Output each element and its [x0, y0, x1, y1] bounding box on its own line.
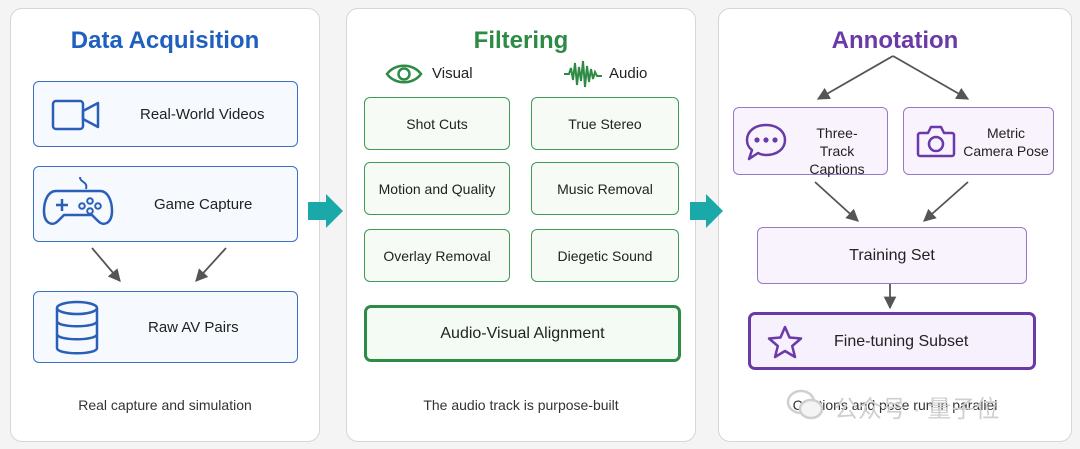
waveform-icon: [564, 60, 602, 88]
motion-quality-box: Motion and Quality: [364, 162, 510, 215]
acquisition-caption: Real capture and simulation: [78, 397, 252, 413]
pose-to-training-arrow: [923, 181, 969, 222]
real-world-videos-box: Real-World Videos: [33, 81, 298, 147]
wechat-logo-icon: [786, 389, 824, 420]
video-camera-icon: [51, 99, 100, 131]
acquisition-panel: Data Acquisition Real-World Videos Game …: [10, 8, 320, 442]
true-stereo-box: True Stereo: [531, 97, 679, 150]
fine-tuning-subset-box: Fine-tuning Subset: [748, 312, 1036, 370]
pose-line-1: Metric: [986, 125, 1026, 141]
filtering-panel: Filtering Visual Audio Shot Cuts Motion …: [346, 8, 696, 442]
branch-to-captions-arrow: [816, 55, 894, 100]
gamepad-icon: [42, 176, 114, 225]
filtering-title: Filtering: [473, 27, 569, 54]
watermark: 公众号 · 量子位: [786, 387, 1048, 427]
metric-camera-pose-label: Metric Camera Pose: [962, 124, 1050, 160]
star-icon: [767, 325, 803, 359]
camera-icon: [916, 125, 956, 158]
real-world-videos-label: Real-World Videos: [140, 106, 265, 123]
acquisition-title: Data Acquisition: [70, 27, 260, 54]
chat-bubble-icon: [745, 123, 787, 161]
captions-to-training-arrow: [814, 181, 859, 222]
branch-to-pose-arrow: [892, 55, 970, 100]
captions-line-2: Captions: [809, 161, 865, 177]
fine-tuning-subset-label: Fine-tuning Subset: [834, 333, 969, 350]
overlay-removal-box: Overlay Removal: [364, 229, 510, 282]
audio-visual-alignment-box: Audio-Visual Alignment: [364, 305, 681, 362]
audio-label: Audio: [609, 65, 648, 82]
captions-line-1: Three-Track: [816, 125, 858, 159]
metric-camera-pose-box: Metric Camera Pose: [903, 107, 1054, 175]
music-removal-box: Music Removal: [531, 162, 679, 215]
filtering-caption: The audio track is purpose-built: [423, 397, 619, 413]
visual-label: Visual: [432, 65, 473, 82]
eye-icon: [385, 64, 423, 84]
game-to-raw-arrow-left: [91, 247, 121, 282]
annotation-panel: Annotation Three-Track Captions Metric C…: [718, 8, 1072, 442]
three-track-captions-label: Three-Track Captions: [800, 124, 874, 178]
game-capture-label: Game Capture: [154, 196, 253, 213]
training-set-box: Training Set: [757, 227, 1027, 284]
annotation-caption: Captions and pose run in parallel: [792, 397, 998, 413]
diegetic-sound-box: Diegetic Sound: [531, 229, 679, 282]
shot-cuts-box: Shot Cuts: [364, 97, 510, 150]
game-to-raw-arrow-right: [195, 247, 227, 282]
raw-av-pairs-label: Raw AV Pairs: [148, 319, 239, 336]
filtering-to-annotation-arrow: [690, 194, 723, 228]
acquisition-to-filtering-arrow: [308, 194, 343, 228]
watermark-text: 公众号 · 量子位: [834, 396, 1000, 423]
pose-line-2: Camera Pose: [963, 143, 1049, 159]
three-track-captions-box: Three-Track Captions: [733, 107, 888, 178]
raw-av-pairs-box: Raw AV Pairs: [33, 291, 298, 363]
database-icon: [55, 300, 99, 355]
game-capture-box: Game Capture: [33, 166, 298, 242]
annotation-title: Annotation: [831, 27, 959, 54]
